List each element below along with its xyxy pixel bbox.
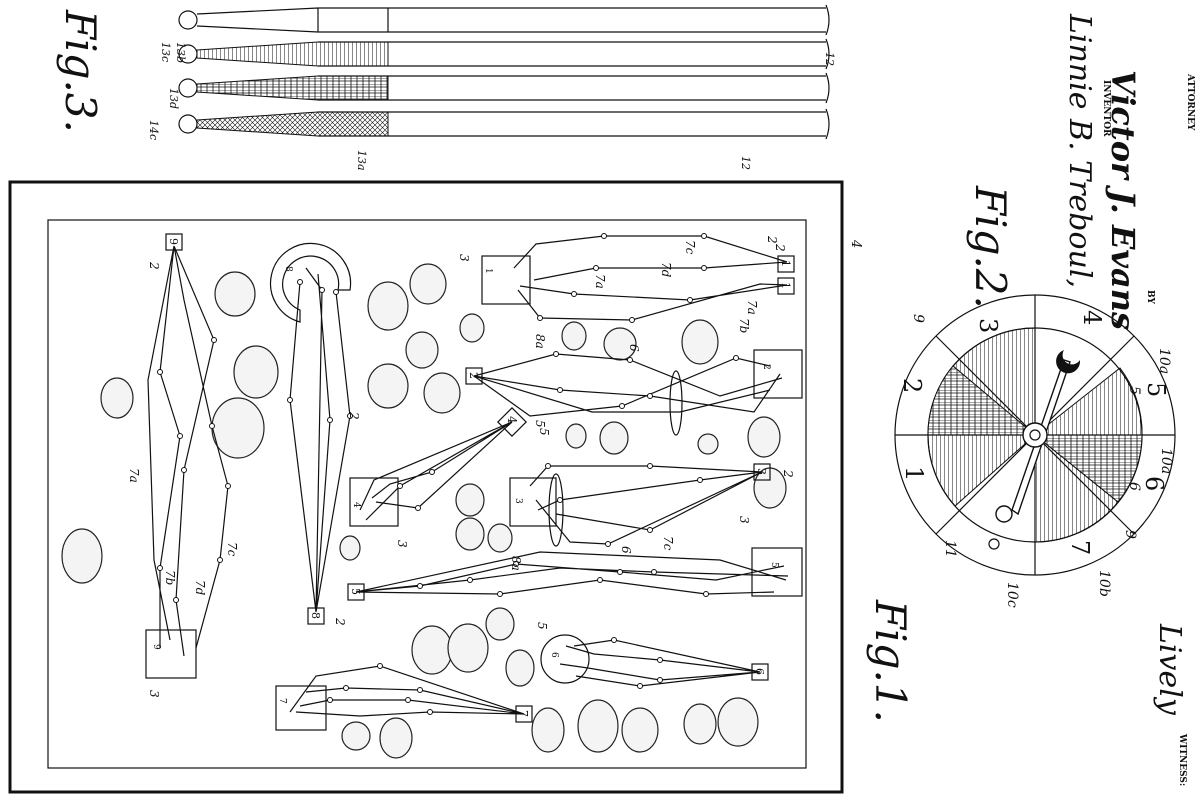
spinner-ref-labels: 9 10a 10a 10b 10c 11 9 6 5	[910, 314, 1174, 608]
ref-label: 5	[533, 420, 547, 428]
ref-label: 11	[942, 540, 958, 558]
sector-number: 2	[898, 378, 926, 393]
ref-label: 5	[535, 622, 549, 630]
ref-label: 3	[737, 516, 751, 524]
ref-label: 3	[395, 540, 409, 548]
ref-label: 8a	[533, 334, 547, 349]
tee-number: 2	[467, 372, 480, 379]
card-strip	[178, 38, 830, 70]
ref-label: 2	[347, 411, 361, 420]
green-number: 4	[351, 502, 361, 508]
ref-label: 10c	[1004, 582, 1020, 608]
ref-label: 2	[147, 261, 161, 270]
green-number: 3	[513, 498, 523, 504]
ref-label: 2	[765, 235, 779, 244]
tee-boxes	[165, 233, 795, 723]
signature-block: Linnie B. Treboul, INVENTOR BY Victor J.…	[1062, 13, 1195, 786]
card-strip	[178, 72, 830, 104]
fig1-title: Fig.1.	[866, 599, 915, 723]
board-ref-label: 4	[848, 239, 863, 248]
board-inner-frame	[47, 219, 807, 769]
card-ref-label: 13c	[159, 42, 172, 62]
ref-label: 6	[627, 344, 641, 352]
green-number: 2	[761, 364, 771, 370]
fig1-board: 4	[8, 180, 863, 794]
tee-number: 9	[167, 238, 180, 245]
ref-label: 3	[457, 254, 471, 262]
sector-number: 4	[1078, 310, 1106, 325]
green-number: 8	[283, 266, 293, 272]
fig2-spinner: 1 2 3 4 5 6 7 9 10a 10a 10b 10c 11 9 6 5	[894, 294, 1176, 608]
ref-label: 6	[619, 546, 633, 554]
trees	[61, 263, 787, 759]
sector-number: 7	[1066, 540, 1094, 555]
ref-label: 7b	[163, 570, 177, 585]
ref-label: 9	[1122, 530, 1138, 539]
attorney-name: Victor J. Evans	[1104, 70, 1142, 330]
ref-label: 7c	[225, 542, 239, 557]
witness-signature: Lively	[1152, 623, 1187, 716]
card-strip	[178, 4, 830, 36]
card-ref-label: 12	[739, 156, 752, 170]
fig2-title: Fig.2.	[966, 185, 1015, 309]
witness-label: WITNESS:	[1177, 733, 1187, 786]
ref-label: 10a	[1156, 348, 1172, 374]
ref-label: 7d	[193, 580, 207, 596]
ref-label: 5	[1126, 386, 1142, 395]
inventor-name: Linnie B. Treboul,	[1062, 13, 1097, 288]
card-ref-label: 12	[823, 52, 836, 66]
by-label: BY	[1145, 290, 1155, 304]
ref-label: 7b	[737, 318, 751, 333]
sector-number: 3	[974, 318, 1002, 333]
green-number: 5	[769, 562, 779, 568]
tee-number: 1	[779, 260, 792, 267]
card-ref-label: 13b	[174, 42, 187, 63]
ref-label: 10a	[1158, 448, 1174, 474]
tee-number: 3	[755, 468, 768, 475]
fig3-cards: 13b 13c 13d 14c 13a 12 12 Fig.3.	[56, 4, 836, 171]
green-number: 6	[549, 652, 559, 658]
card-strip	[178, 108, 830, 140]
board-ref-labels: 2 3 5 6 7a 7b 7c 7d 8a 2 3 5 6 7a 7c 8a …	[127, 235, 795, 698]
tee-number: 1	[779, 282, 792, 289]
attorney-label: ATTORNEY	[1185, 73, 1195, 131]
green-number: 7	[277, 698, 287, 704]
card-ref-label: 13a	[355, 150, 368, 171]
sector-number: 1	[900, 466, 928, 481]
ref-label: 5	[537, 428, 551, 436]
fig3-title: Fig.3.	[56, 9, 105, 133]
ref-label: 2	[781, 469, 795, 478]
ref-label: 7d	[659, 262, 673, 278]
ref-label: 10b	[1096, 570, 1112, 597]
ref-label: 7c	[661, 536, 675, 551]
ref-label: 2	[333, 617, 347, 626]
ref-label: 8a	[509, 556, 523, 571]
ref-label: 9	[910, 314, 926, 323]
sector-number: 6	[1140, 476, 1168, 491]
ref-label: 3	[147, 690, 161, 698]
ref-label: 7a	[593, 274, 607, 289]
ref-label: 6	[1126, 482, 1142, 491]
sector-number: 5	[1142, 382, 1170, 397]
tee-number: 7	[517, 710, 530, 717]
ref-label: 7a	[127, 468, 141, 483]
ref-label: 2	[773, 243, 787, 252]
card-ref-label: 14c	[147, 120, 160, 140]
inventor-label: INVENTOR	[1101, 80, 1111, 137]
tee-number: 5	[349, 588, 362, 595]
ref-label: 7c	[683, 240, 697, 255]
hazards	[548, 370, 683, 547]
tee-number: 6	[753, 668, 766, 675]
green-number: 1	[483, 268, 493, 274]
tee-number: 4	[505, 416, 519, 424]
card-ref-label: 13d	[167, 88, 180, 109]
board-outer-frame	[8, 180, 844, 794]
green-number: 9	[151, 644, 161, 650]
tee-number: 8	[309, 612, 322, 619]
route-markers	[157, 233, 739, 715]
ref-label: 7a	[745, 300, 759, 315]
